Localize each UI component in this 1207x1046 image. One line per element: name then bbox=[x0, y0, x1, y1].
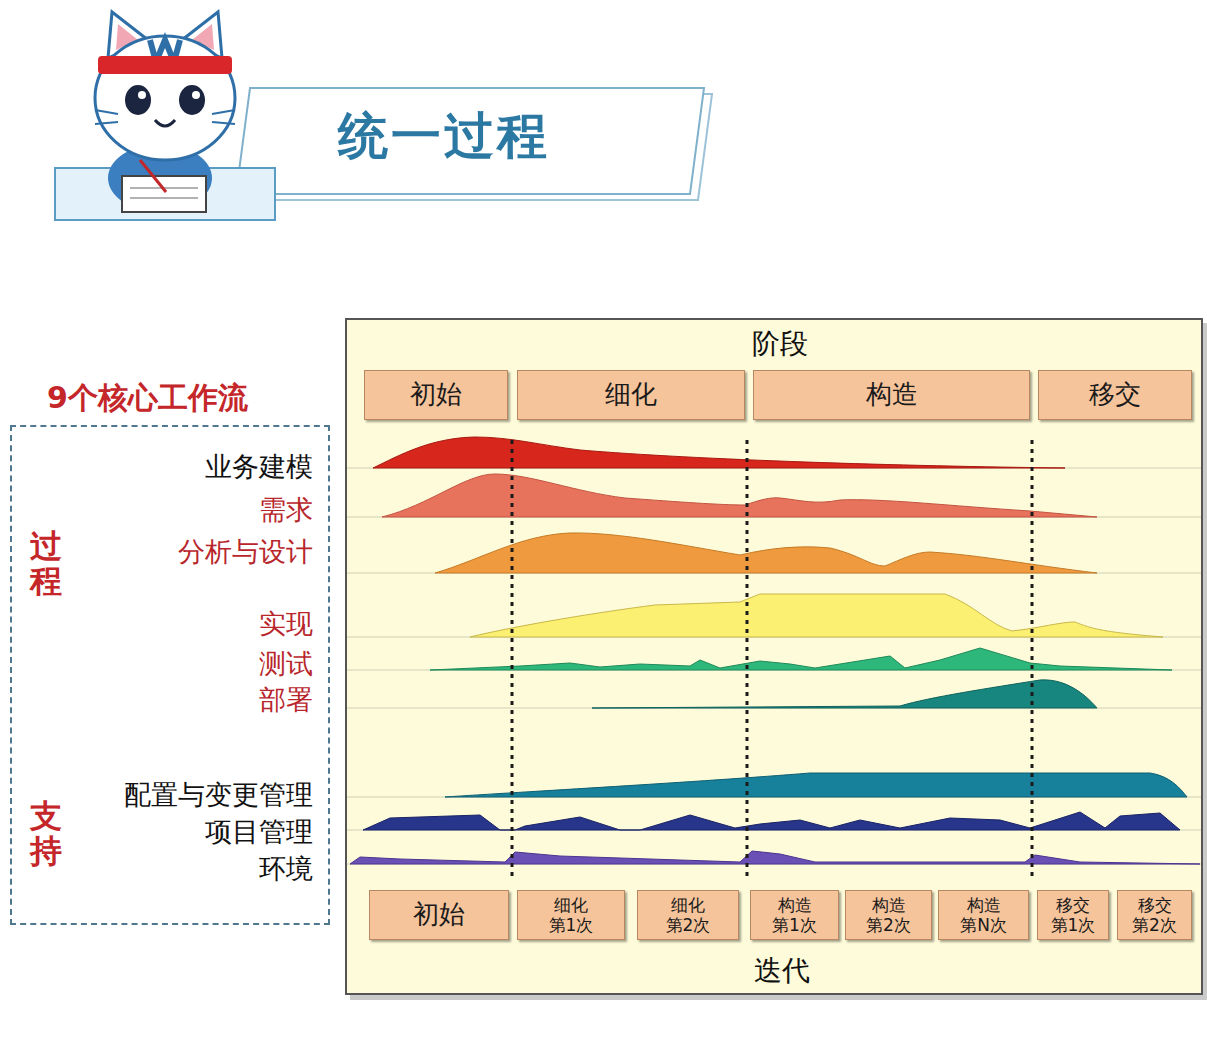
phase-dividers bbox=[512, 440, 1032, 880]
workflow-name: 测试 bbox=[259, 648, 313, 680]
iteration-box: 移交 第1次 bbox=[1037, 890, 1109, 940]
hump-requirements bbox=[382, 474, 1097, 517]
phase-box: 构造 bbox=[753, 370, 1030, 420]
phase-box: 移交 bbox=[1038, 370, 1192, 420]
iteration-name: 移交 第2次 bbox=[1124, 895, 1185, 936]
workflow-name: 实现 bbox=[259, 608, 313, 640]
workflow-name: 部署 bbox=[259, 684, 313, 716]
banner bbox=[236, 88, 704, 194]
hump-config bbox=[445, 773, 1187, 797]
iteration-name: 初始 bbox=[413, 899, 465, 930]
phase-box: 细化 bbox=[517, 370, 745, 420]
hump-implementation bbox=[470, 594, 1163, 637]
iteration-box: 构造 第1次 bbox=[750, 890, 839, 940]
workflow-name: 业务建模 bbox=[205, 451, 313, 483]
section-heading: 9个核心工作流 bbox=[47, 380, 248, 416]
hump-test bbox=[430, 648, 1172, 670]
phase-name: 初始 bbox=[410, 379, 462, 410]
workflow-name: 分析与设计 bbox=[178, 536, 313, 568]
workflow-name: 配置与变更管理 bbox=[124, 779, 313, 811]
title: 统一过程 bbox=[338, 106, 550, 166]
hump-project bbox=[363, 812, 1180, 830]
iteration-name: 构造 第2次 bbox=[858, 895, 919, 936]
iteration-box: 细化 第2次 bbox=[637, 890, 739, 940]
panel-ground bbox=[345, 318, 1203, 995]
axis-label: 阶段 bbox=[630, 327, 930, 361]
hump-business bbox=[373, 437, 1065, 468]
phase-name: 细化 bbox=[605, 379, 657, 410]
iteration-name: 构造 第N次 bbox=[953, 895, 1014, 936]
workflow-name: 环境 bbox=[259, 853, 313, 885]
iteration-name: 细化 第1次 bbox=[540, 895, 601, 936]
phase-name: 构造 bbox=[866, 379, 918, 410]
iteration-box: 移交 第2次 bbox=[1117, 890, 1192, 940]
hump-environment bbox=[350, 851, 1200, 864]
axis-label: 迭代 bbox=[632, 954, 932, 988]
chart-panel: 阶段迭代初始细化构造移交初始细化 第1次细化 第2次构造 第1次构造 第2次构造… bbox=[345, 318, 1203, 995]
iteration-name: 移交 第1次 bbox=[1042, 895, 1103, 936]
track-lines bbox=[345, 468, 1203, 864]
iteration-name: 细化 第2次 bbox=[657, 895, 718, 936]
workflow-name: 项目管理 bbox=[205, 816, 313, 848]
workflow-group: 9个核心工作流过程业务建模需求分析与设计实现测试部署支持配置与变更管理项目管理环… bbox=[10, 425, 330, 925]
hump-analysis bbox=[435, 533, 1097, 573]
phase-name: 移交 bbox=[1089, 379, 1141, 410]
iteration-box: 构造 第2次 bbox=[845, 890, 932, 940]
workflow-name: 需求 bbox=[259, 494, 313, 526]
iteration-box: 构造 第N次 bbox=[938, 890, 1029, 940]
phase-box: 初始 bbox=[364, 370, 508, 420]
iteration-name: 构造 第1次 bbox=[764, 895, 825, 936]
iteration-box: 细化 第1次 bbox=[517, 890, 625, 940]
group-label: 过程 bbox=[30, 529, 62, 599]
cat-mascot bbox=[55, 12, 275, 220]
hump-deploy bbox=[592, 680, 1097, 708]
iteration-box: 初始 bbox=[369, 890, 509, 940]
group-label: 支持 bbox=[30, 799, 62, 869]
